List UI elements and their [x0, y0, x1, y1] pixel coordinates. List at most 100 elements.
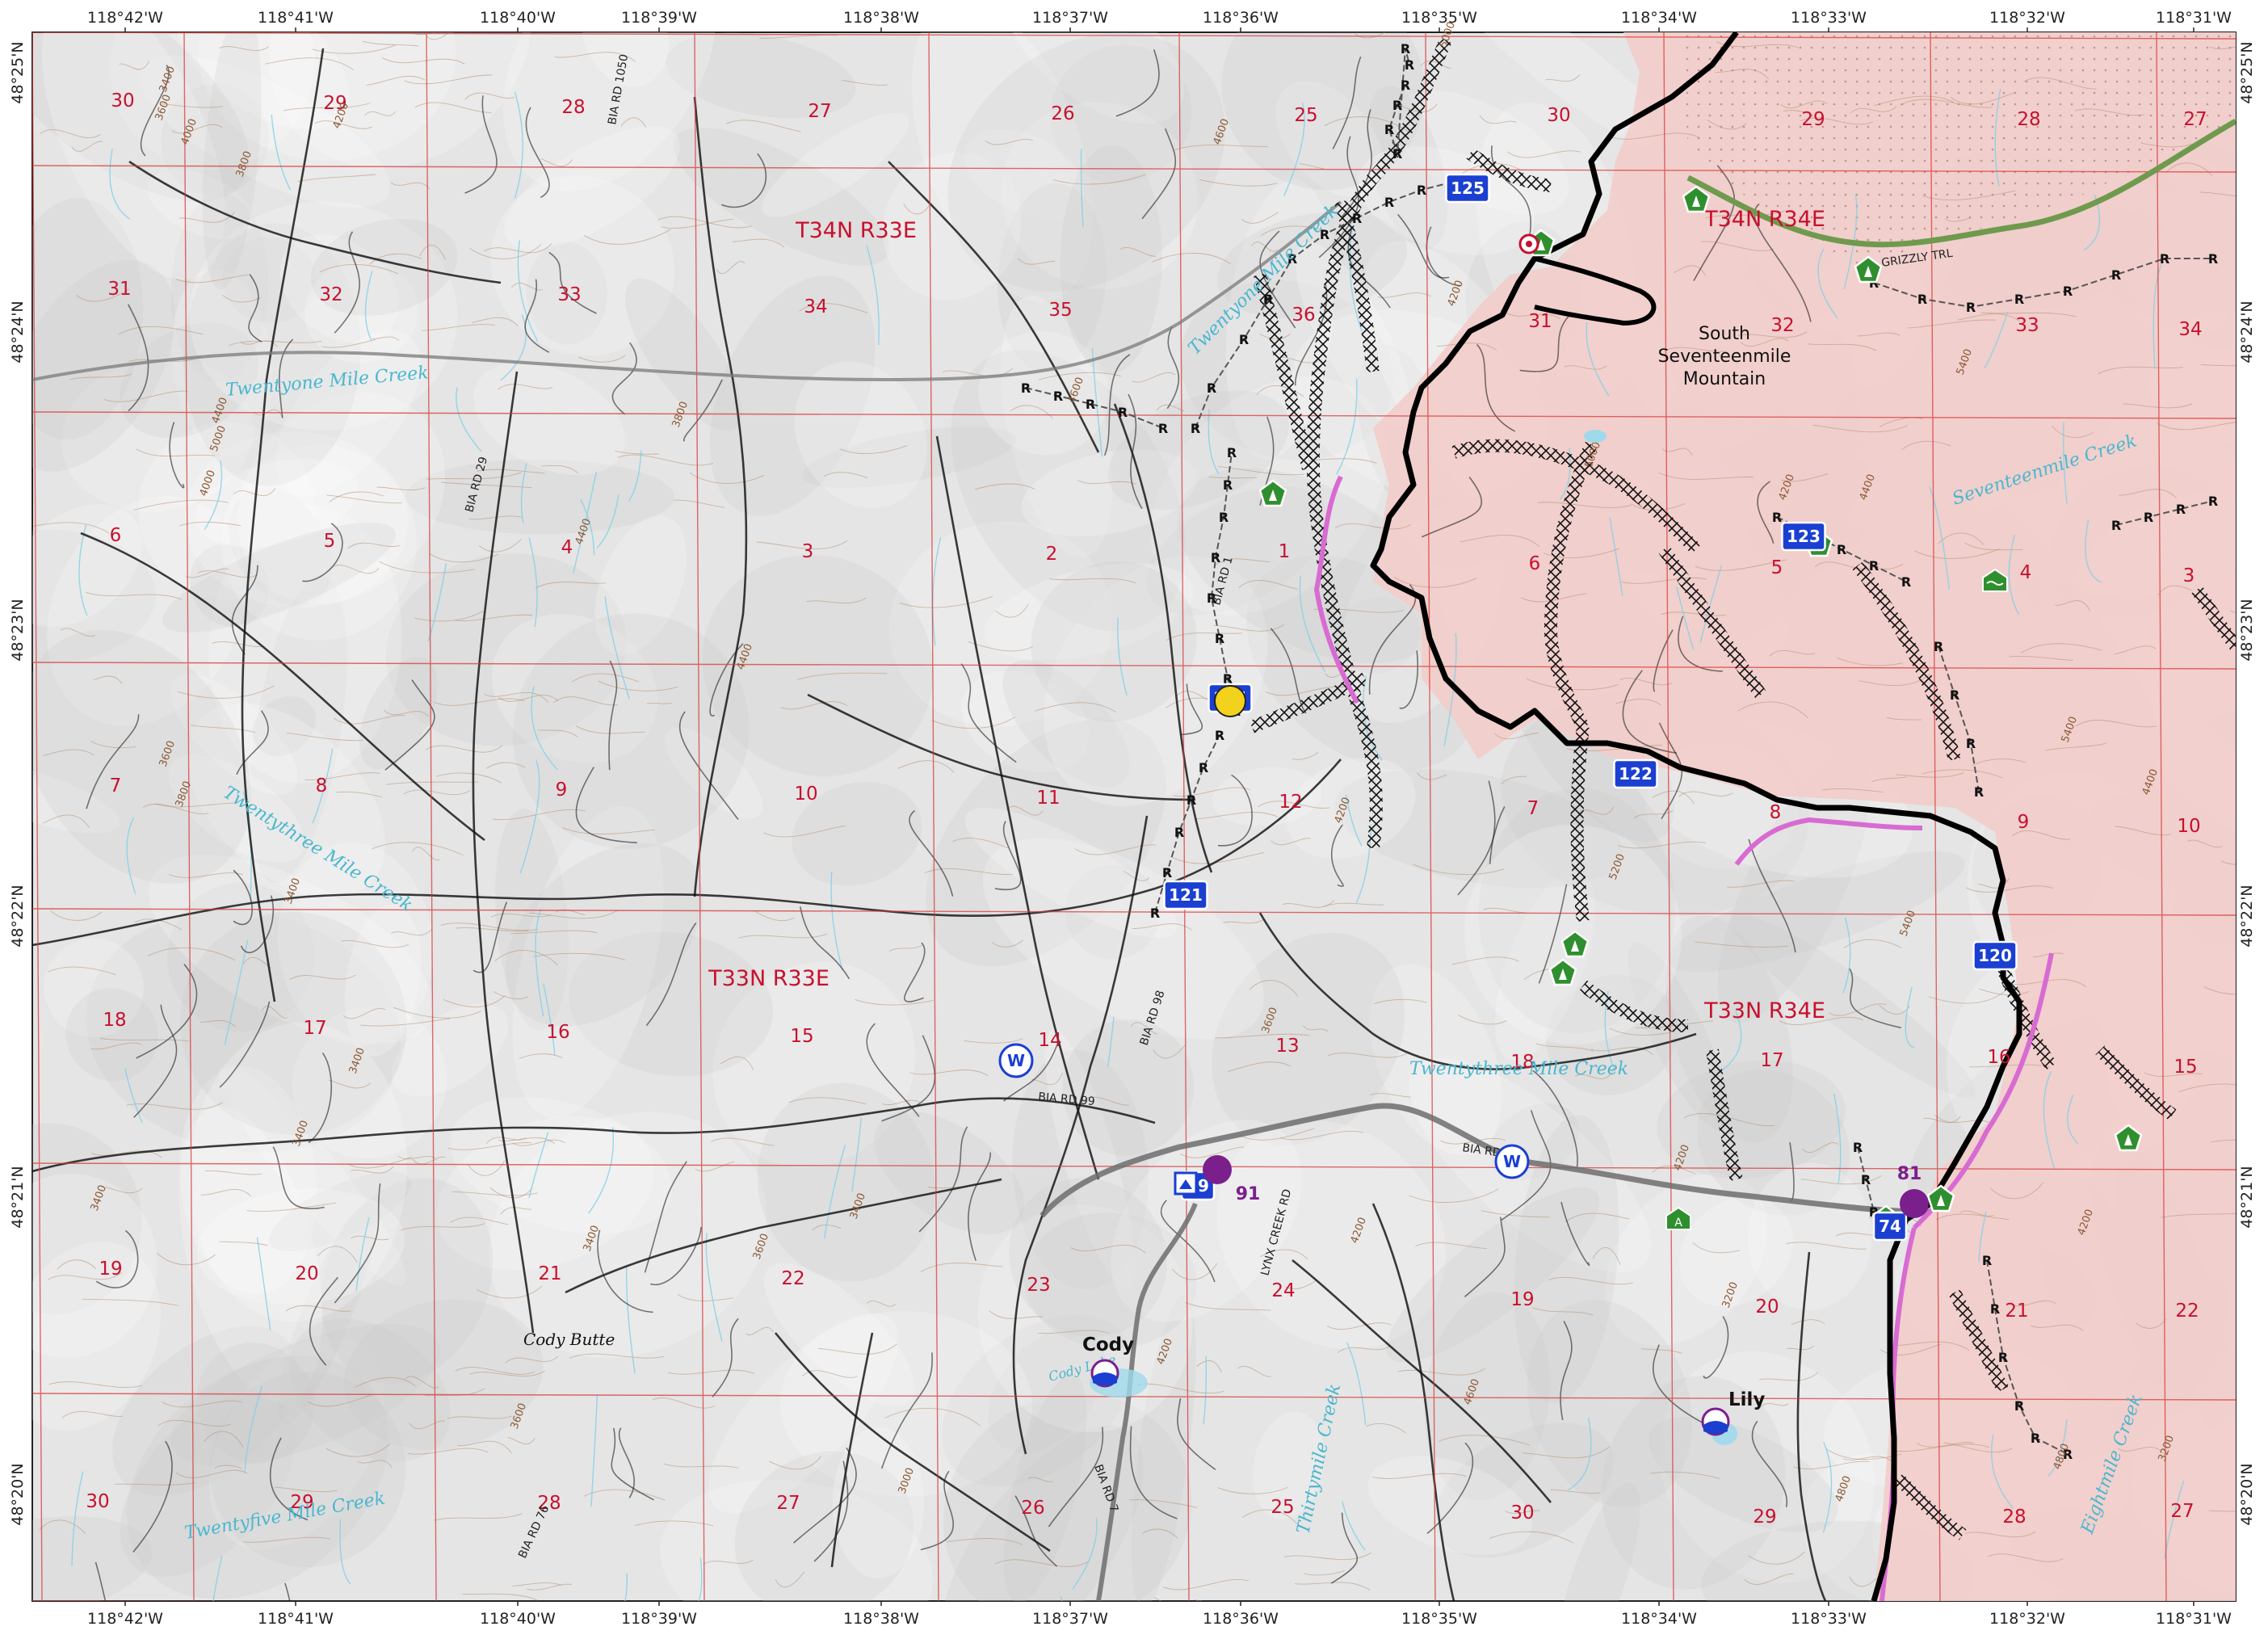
hatched-trail[interactable] [1254, 273, 1315, 470]
section-number: 17 [303, 1018, 326, 1039]
route-marker[interactable]: 74 [1872, 1211, 1908, 1242]
road-line[interactable] [80, 532, 485, 842]
route-marker[interactable]: 121 [1163, 880, 1208, 910]
section-number: 31 [107, 279, 131, 300]
hatched-trail[interactable] [1544, 441, 1598, 730]
svg-text:W: W [1503, 1152, 1521, 1171]
hatched-trail[interactable] [1570, 726, 1590, 922]
hatched-trail[interactable] [1466, 148, 1552, 192]
route-marker[interactable]: 123 [1781, 521, 1826, 552]
lake-icon[interactable] [1090, 1359, 1119, 1388]
section-number: 32 [1770, 315, 1794, 336]
restricted-road[interactable] [1154, 734, 1220, 914]
road-line[interactable] [1796, 1251, 1827, 1601]
hatched-trail[interactable] [1706, 1049, 1743, 1181]
purple-route-2[interactable] [1734, 817, 1923, 866]
restricted-road[interactable] [1025, 387, 1164, 429]
hatched-trail[interactable] [1658, 545, 1766, 699]
purple-route-1[interactable] [1313, 475, 1359, 704]
svg-text:R: R [1162, 865, 1172, 880]
incident-icon[interactable] [1518, 233, 1539, 254]
road-line[interactable] [1012, 815, 1149, 1455]
campground-icon[interactable] [1560, 930, 1590, 958]
campground-icon[interactable] [1926, 1184, 1955, 1212]
latitude-label: 48°22'N [9, 885, 27, 947]
water-icon[interactable] [1982, 568, 2008, 592]
road-network[interactable] [32, 48, 1902, 1639]
campground-icon[interactable] [1854, 255, 1883, 284]
restricted-road[interactable] [1938, 645, 1980, 792]
section-number: 10 [794, 784, 817, 805]
svg-text:R: R [1950, 687, 1959, 703]
incident-icon[interactable] [1203, 1155, 1232, 1184]
longitude-label: 118°34'W [1621, 1610, 1697, 1628]
hatched-trail[interactable] [1579, 980, 1689, 1032]
svg-text:R: R [1998, 1350, 2008, 1365]
route-marker[interactable]: 120 [1972, 940, 2018, 971]
route-marker[interactable]: 122 [1613, 759, 1658, 789]
svg-text:R: R [1966, 736, 1976, 751]
picnic-icon[interactable]: A [1665, 1206, 1691, 1230]
boat-launch-icon[interactable] [1174, 1171, 1198, 1196]
hatched-trail[interactable] [1893, 1473, 1967, 1540]
water-icon[interactable]: W [998, 1043, 1034, 1078]
campground-icon[interactable] [2114, 1124, 2143, 1152]
lake-icon[interactable] [1701, 1407, 1730, 1436]
road-line[interactable] [888, 161, 1100, 453]
svg-text:R: R [2031, 1431, 2040, 1446]
reservation-boundary[interactable] [1370, 32, 2022, 1601]
hatched-trail[interactable] [1852, 561, 1961, 761]
restricted-road[interactable] [1195, 181, 1455, 429]
town-label[interactable]: Cody [1082, 1334, 1134, 1355]
section-number: 29 [290, 1492, 313, 1513]
boat-launch-icon[interactable] [1214, 685, 1246, 717]
restricted-road[interactable] [1857, 1146, 1875, 1212]
road-line[interactable] [807, 693, 1196, 801]
svg-text:R: R [1021, 380, 1031, 396]
restricted-road[interactable] [1210, 452, 1237, 712]
restricted-road[interactable] [1873, 258, 2213, 309]
hatched-trail[interactable] [1306, 37, 1452, 850]
road-line[interactable] [1258, 912, 1697, 1070]
campground-icon[interactable] [1258, 479, 1287, 507]
road-line[interactable] [565, 1178, 1002, 1294]
private-land-area[interactable] [1373, 32, 2236, 1601]
restricted-road[interactable] [1388, 48, 1410, 154]
campground-icon[interactable] [1548, 958, 1577, 986]
town-label[interactable]: Lily [1728, 1389, 1765, 1410]
incident-icon[interactable] [1900, 1189, 1929, 1218]
road-line[interactable] [241, 48, 325, 1002]
hatched-trail[interactable] [1451, 439, 1701, 554]
svg-text:R: R [1401, 41, 1410, 57]
hatched-trails[interactable] [1250, 37, 2236, 1540]
road-line[interactable] [1371, 1203, 1455, 1601]
road-line[interactable] [32, 1097, 1156, 1173]
road-line[interactable] [693, 96, 748, 897]
road-line[interactable] [1113, 403, 1213, 873]
hatched-trail[interactable] [1948, 1289, 2010, 1393]
svg-text:R: R [1384, 195, 1394, 210]
section-number: 22 [2175, 1301, 2199, 1322]
section-number: 30 [1547, 105, 1570, 126]
svg-text:R: R [1974, 784, 1984, 800]
road-line[interactable] [774, 1332, 1051, 1553]
road-line[interactable] [472, 371, 535, 1334]
hatched-trail[interactable] [1250, 672, 1368, 733]
section-number: 29 [1801, 109, 1825, 130]
water-icon[interactable]: W [1494, 1144, 1530, 1179]
hatched-trail[interactable] [2095, 1045, 2177, 1120]
route-marker[interactable]: 125 [1445, 173, 1490, 204]
campground-icon[interactable] [1682, 185, 1711, 213]
green-trail[interactable] [1686, 118, 2236, 248]
hatched-trail[interactable] [2191, 586, 2236, 650]
section-number: 25 [1294, 105, 1317, 126]
restricted-road[interactable] [1986, 1259, 2068, 1455]
latitude-label: 48°20'N [9, 1463, 27, 1525]
section-number: 18 [103, 1010, 126, 1031]
restricted-road[interactable] [2115, 500, 2214, 526]
hatched-trail[interactable] [1334, 200, 1380, 372]
route-number: 120 [1978, 946, 2012, 965]
road-line[interactable] [935, 435, 1100, 1180]
road-line[interactable] [128, 160, 502, 284]
